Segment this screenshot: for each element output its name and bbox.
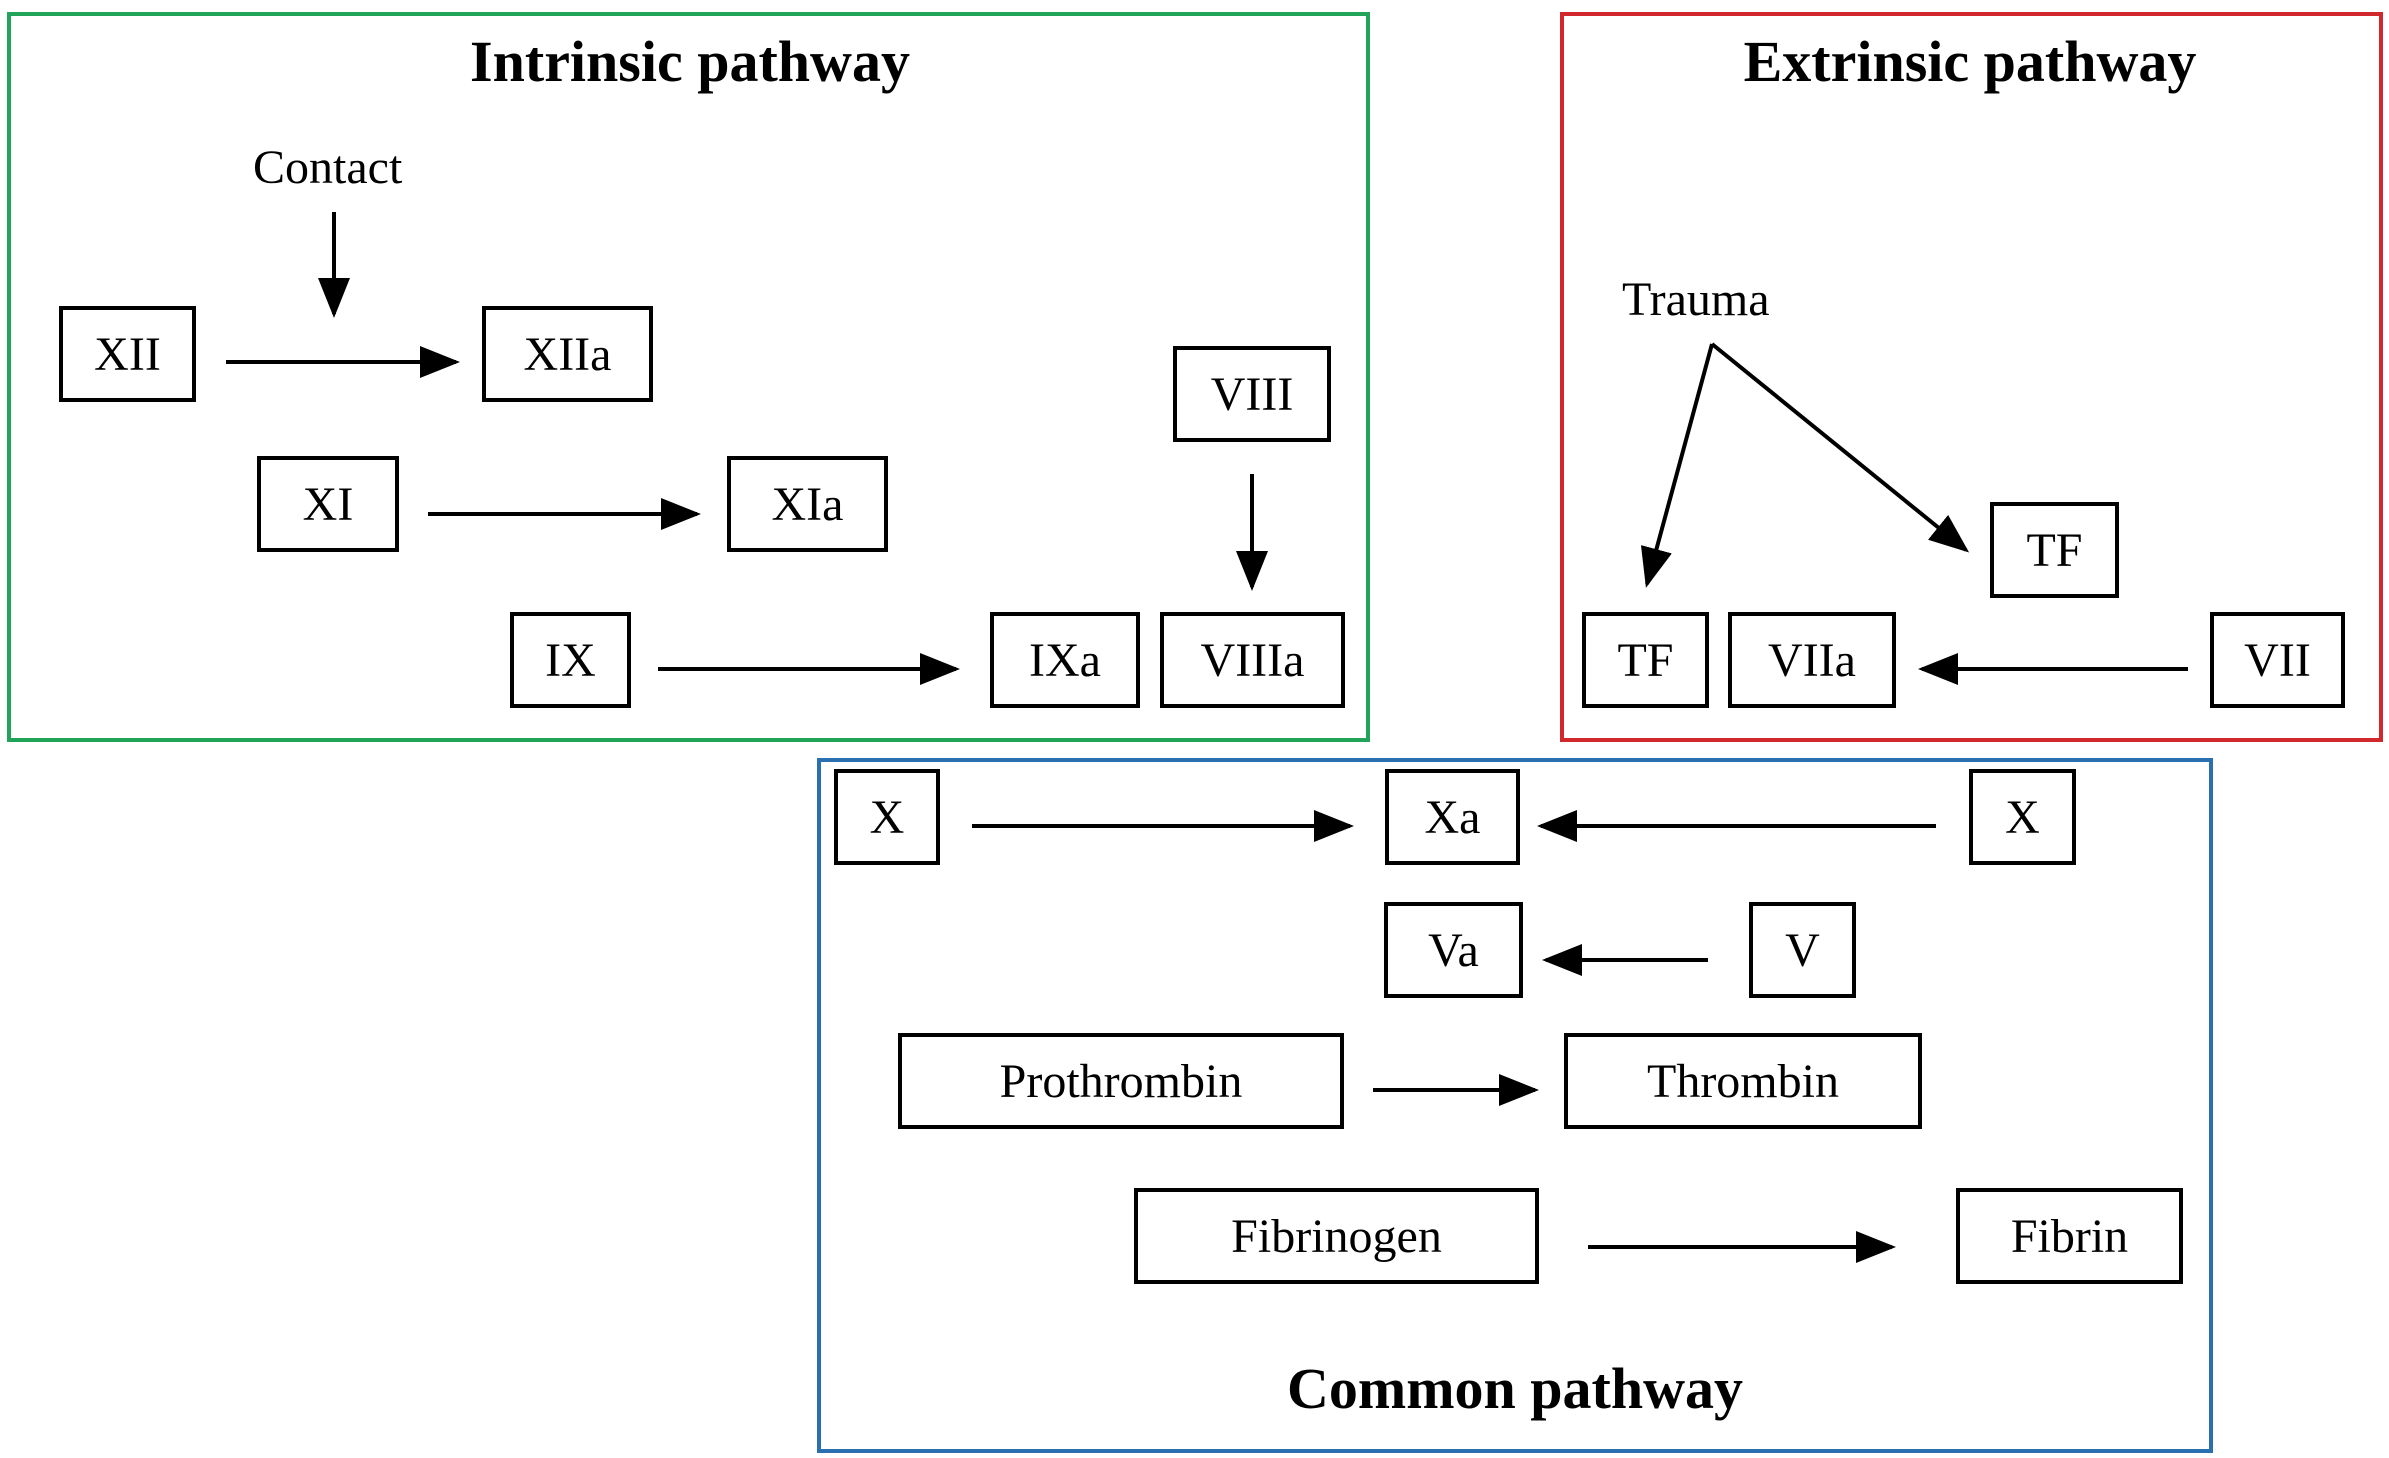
intrinsic-pathway-panel — [7, 12, 1370, 742]
fibrin-box: Fibrin — [1956, 1188, 2183, 1284]
factor-viiia-box: VIIIa — [1160, 612, 1345, 708]
factor-viia-box: VIIa — [1728, 612, 1896, 708]
factor-vii-box: VII — [2210, 612, 2345, 708]
arrow-trauma-to-tf-lower — [1640, 343, 1714, 588]
prothrombin-box: Prothrombin — [898, 1033, 1344, 1129]
extrinsic-pathway-title: Extrinsic pathway — [1743, 29, 2197, 94]
factor-xii-box: XII — [59, 306, 196, 402]
factor-ixa-box: IXa — [990, 612, 1140, 708]
arrow-trauma-to-tf-upper — [1710, 342, 1970, 553]
extrinsic-pathway-panel — [1560, 12, 2383, 742]
factor-xi-box: XI — [257, 456, 399, 552]
factor-x-left-box: X — [834, 769, 940, 865]
fibrinogen-box: Fibrinogen — [1134, 1188, 1539, 1284]
factor-va-box: Va — [1384, 902, 1523, 998]
factor-v-box: V — [1749, 902, 1856, 998]
factor-xa-box: Xa — [1385, 769, 1520, 865]
trauma-label: Trauma — [1622, 273, 1770, 326]
factor-viii-box: VIII — [1173, 346, 1331, 442]
tissue-factor-upper-box: TF — [1990, 502, 2119, 598]
contact-label: Contact — [253, 141, 403, 194]
factor-x-right-box: X — [1969, 769, 2076, 865]
thrombin-box: Thrombin — [1564, 1033, 1922, 1129]
factor-ix-box: IX — [510, 612, 631, 708]
factor-xiia-box: XIIa — [482, 306, 653, 402]
tissue-factor-lower-box: TF — [1582, 612, 1709, 708]
intrinsic-pathway-title: Intrinsic pathway — [470, 29, 910, 94]
factor-xia-box: XIa — [727, 456, 888, 552]
common-pathway-panel — [817, 758, 2213, 1453]
common-pathway-title: Common pathway — [1287, 1356, 1743, 1421]
